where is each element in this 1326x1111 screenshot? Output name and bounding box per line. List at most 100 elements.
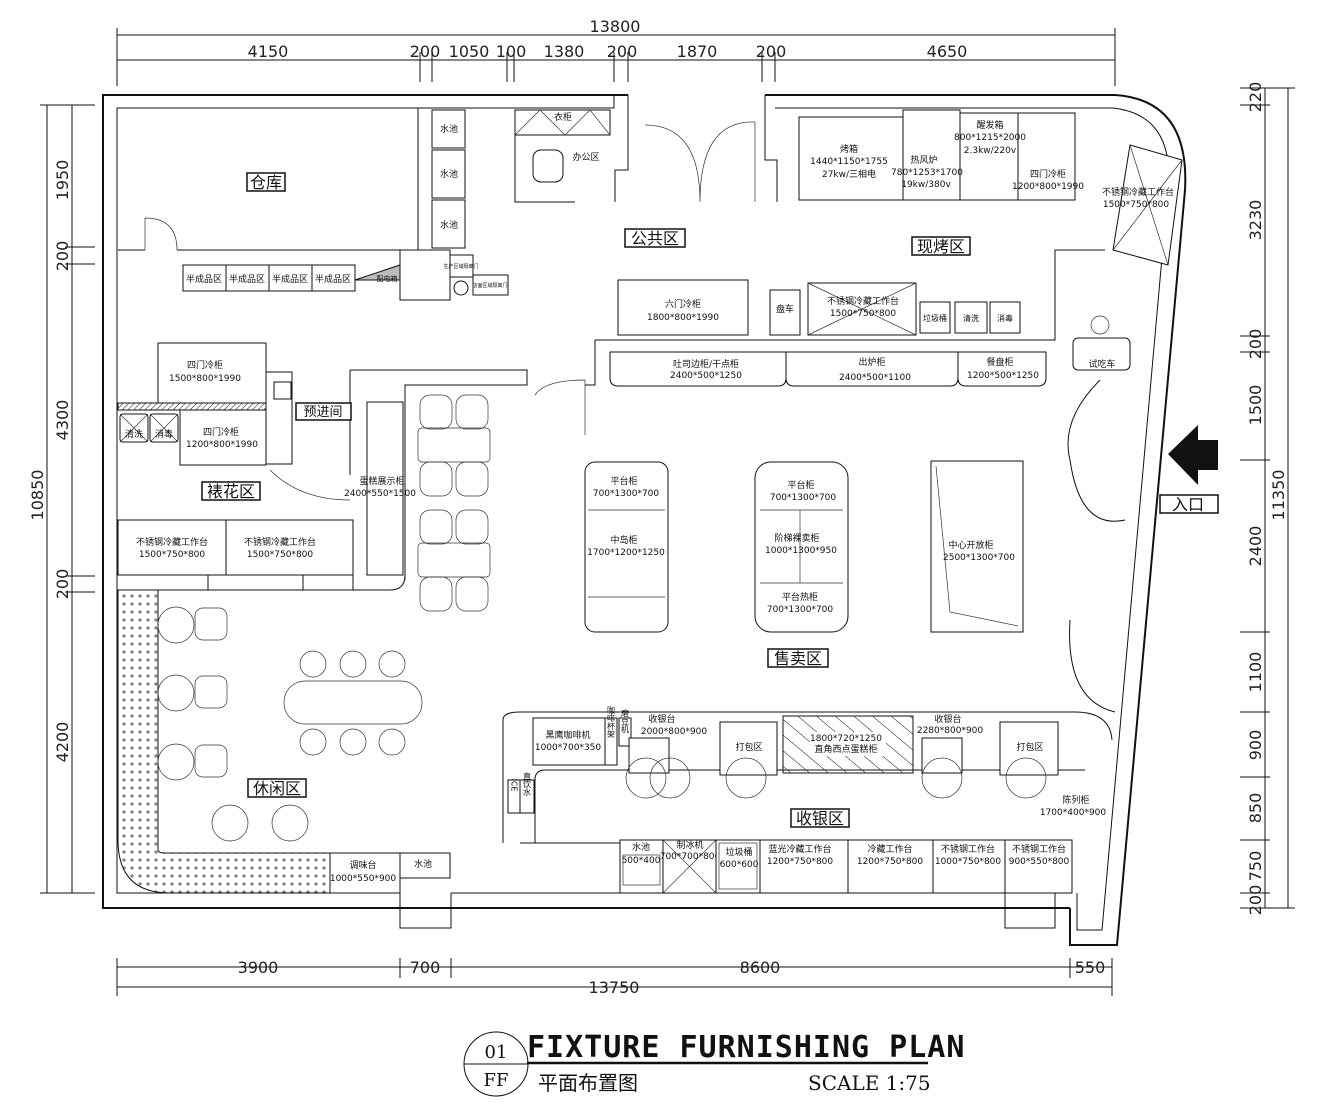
- svg-text:不锈钢工作台: 不锈钢工作台: [1012, 843, 1066, 855]
- svg-text:试吃车: 试吃车: [1088, 358, 1115, 370]
- svg-text:1200*750*800: 1200*750*800: [857, 857, 924, 867]
- svg-text:3230: 3230: [1246, 200, 1265, 241]
- svg-text:2.3kw/220v: 2.3kw/220v: [964, 146, 1017, 156]
- title-block: 01 FF FIXTURE FURNISHING PLAN 平面布置图 SCAL…: [463, 1030, 964, 1097]
- svg-text:1950: 1950: [53, 160, 72, 201]
- svg-text:中心开放柜: 中心开放柜: [948, 539, 993, 551]
- svg-text:200: 200: [53, 569, 72, 600]
- svg-text:780*1253*1700: 780*1253*1700: [891, 168, 963, 178]
- svg-text:900: 900: [1246, 730, 1265, 761]
- svg-text:ICE: ICE: [510, 779, 519, 792]
- svg-text:1500*750*800: 1500*750*800: [830, 309, 897, 319]
- svg-text:1870: 1870: [677, 42, 718, 61]
- svg-text:700*700*800: 700*700*800: [660, 852, 721, 862]
- svg-text:200: 200: [1246, 885, 1265, 916]
- svg-text:中岛柜: 中岛柜: [610, 534, 637, 546]
- svg-text:4300: 4300: [53, 400, 72, 441]
- svg-text:2400: 2400: [1246, 526, 1265, 567]
- svg-text:2500*1300*700: 2500*1300*700: [943, 553, 1015, 563]
- svg-text:收银台: 收银台: [934, 713, 961, 725]
- svg-text:半成品区: 半成品区: [229, 273, 265, 285]
- svg-text:店面区域隔离门: 店面区域隔离门: [472, 282, 507, 289]
- svg-text:800*1215*2000: 800*1215*2000: [954, 133, 1026, 143]
- svg-text:咖啡杯架: 咖啡杯架: [607, 705, 616, 739]
- svg-text:不锈钢工作台: 不锈钢工作台: [941, 843, 995, 855]
- svg-text:700*1300*700: 700*1300*700: [593, 489, 660, 499]
- svg-text:1000*550*900: 1000*550*900: [330, 874, 397, 884]
- svg-text:打包区: 打包区: [735, 741, 762, 753]
- svg-text:磨豆机: 磨豆机: [621, 708, 630, 734]
- svg-text:消毒: 消毒: [997, 313, 1013, 323]
- svg-text:半成品区: 半成品区: [272, 273, 308, 285]
- svg-text:垃圾桶: 垃圾桶: [725, 846, 752, 858]
- svg-text:不锈钢冷藏工作台: 不锈钢冷藏工作台: [136, 536, 208, 548]
- svg-text:不锈钢冷藏工作台: 不锈钢冷藏工作台: [244, 536, 316, 548]
- svg-text:700*1300*700: 700*1300*700: [770, 493, 837, 503]
- svg-text:1200*800*1990: 1200*800*1990: [186, 440, 258, 450]
- storeroom-fixtures: 水池 水池 水池 衣柜 办公区 半成品区 半成品区 半成品区 半成品区 配电箱 …: [182, 109, 611, 301]
- svg-text:1000*750*800: 1000*750*800: [935, 857, 1002, 867]
- svg-text:清洗: 清洗: [963, 313, 979, 323]
- svg-text:吐司边柜/干点柜: 吐司边柜/干点柜: [673, 358, 739, 370]
- svg-text:制冰机: 制冰机: [676, 839, 703, 851]
- svg-text:10850: 10850: [28, 470, 47, 521]
- svg-text:200: 200: [1246, 329, 1265, 360]
- svg-text:1500*750*800: 1500*750*800: [1103, 200, 1170, 210]
- svg-text:衣柜: 衣柜: [554, 111, 572, 123]
- svg-text:1100: 1100: [1246, 652, 1265, 693]
- svg-text:半成品区: 半成品区: [315, 273, 351, 285]
- svg-text:平台热柜: 平台热柜: [782, 591, 818, 603]
- svg-text:1380: 1380: [544, 42, 585, 61]
- svg-text:FF: FF: [484, 1070, 509, 1091]
- svg-text:13800: 13800: [590, 17, 641, 36]
- svg-text:1200*800*1990: 1200*800*1990: [1012, 182, 1084, 192]
- svg-text:入口: 入口: [1172, 495, 1204, 514]
- svg-text:2400*500*1100: 2400*500*1100: [839, 373, 911, 383]
- svg-text:1500*750*800: 1500*750*800: [139, 550, 206, 560]
- svg-text:不锈钢冷藏工作台: 不锈钢冷藏工作台: [827, 295, 899, 307]
- svg-text:出炉柜: 出炉柜: [858, 356, 885, 368]
- zone-label-baking-box: [911, 236, 971, 256]
- svg-text:4200: 4200: [53, 722, 72, 763]
- svg-text:1500*750*800: 1500*750*800: [247, 550, 314, 560]
- dimension-lines: [40, 28, 1295, 996]
- svg-text:1050: 1050: [449, 42, 490, 61]
- svg-text:醒发箱: 醒发箱: [976, 119, 1003, 131]
- svg-text:SCALE 1:75: SCALE 1:75: [808, 1071, 931, 1095]
- svg-text:13750: 13750: [589, 978, 640, 997]
- svg-text:直角西点蛋糕柜: 直角西点蛋糕柜: [814, 743, 877, 755]
- svg-text:750: 750: [1246, 851, 1265, 882]
- dimension-labels: 13800 4150 200 1050 100 1380 200 1870 20…: [28, 17, 1288, 997]
- svg-text:500*400: 500*400: [622, 856, 661, 866]
- svg-text:清洗: 清洗: [125, 428, 143, 440]
- svg-text:蛋糕展示柜: 蛋糕展示柜: [359, 475, 404, 487]
- svg-text:1800*800*1990: 1800*800*1990: [647, 313, 719, 323]
- svg-text:收银区: 收银区: [796, 809, 844, 828]
- zone-label-baking: 现烤区: [917, 237, 965, 256]
- svg-text:四门冷柜: 四门冷柜: [203, 426, 239, 438]
- svg-text:200: 200: [607, 42, 638, 61]
- svg-text:1700*400*900: 1700*400*900: [1040, 808, 1107, 818]
- svg-text:平台柜: 平台柜: [787, 479, 814, 491]
- svg-text:1000*1300*950: 1000*1300*950: [765, 546, 837, 556]
- walls: [102, 94, 1187, 946]
- svg-text:1500: 1500: [1246, 385, 1265, 426]
- svg-text:消毒: 消毒: [155, 428, 173, 440]
- svg-text:办公区: 办公区: [572, 151, 599, 163]
- svg-text:1000*700*350: 1000*700*350: [535, 743, 602, 753]
- svg-text:200: 200: [53, 241, 72, 272]
- svg-text:热风炉: 热风炉: [910, 154, 937, 166]
- svg-text:600*600: 600*600: [720, 860, 759, 870]
- svg-text:8600: 8600: [740, 958, 781, 977]
- svg-text:水池: 水池: [440, 123, 458, 135]
- svg-text:200: 200: [756, 42, 787, 61]
- svg-text:1200*500*1250: 1200*500*1250: [967, 371, 1039, 381]
- svg-text:2400*500*1250: 2400*500*1250: [670, 371, 742, 381]
- svg-text:700*1300*700: 700*1300*700: [767, 605, 834, 615]
- svg-text:01: 01: [485, 1042, 508, 1063]
